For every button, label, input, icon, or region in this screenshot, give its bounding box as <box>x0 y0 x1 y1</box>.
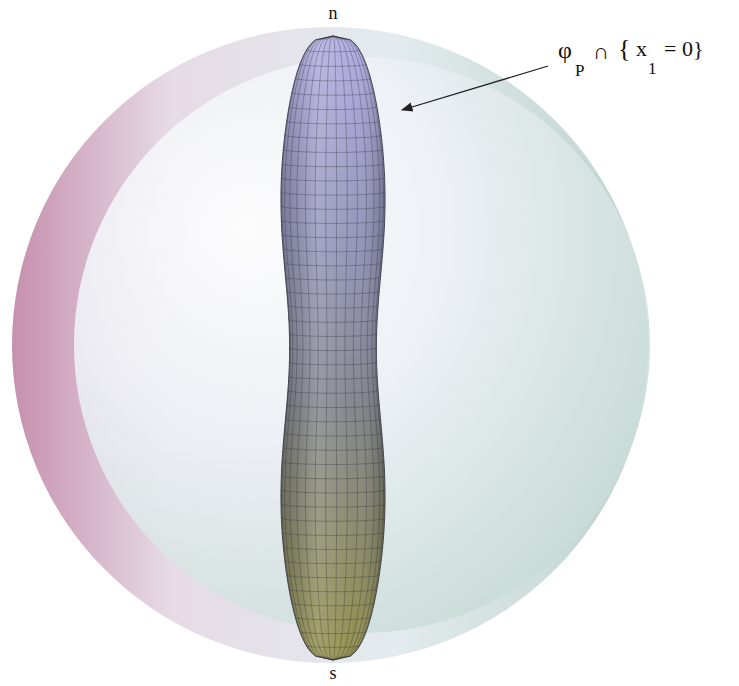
grid-parallel <box>283 149 382 152</box>
leader-line <box>402 66 548 110</box>
grid-meridian <box>305 36 333 660</box>
grid-parallel <box>289 376 377 379</box>
grid-meridian <box>333 36 357 660</box>
pole-label: s <box>329 664 336 682</box>
grid-parallel <box>289 589 377 592</box>
grid-meridian <box>297 36 333 660</box>
grid-parallel <box>289 362 376 365</box>
grid-parallel <box>281 220 384 223</box>
grid-meridian <box>285 36 333 660</box>
grid-parallel <box>287 291 380 294</box>
formula-symbol: x <box>636 38 647 60</box>
formula-symbol: = 0} <box>664 38 703 60</box>
grid-meridian <box>333 36 337 660</box>
grid-parallel <box>300 64 366 66</box>
grid-parallel <box>292 603 374 605</box>
formula-symbol: ∩ <box>593 41 609 63</box>
grid-parallel <box>285 135 381 138</box>
grid-parallel <box>281 178 384 181</box>
grid-parallel <box>300 632 366 634</box>
grid-parallel <box>295 617 370 619</box>
grid-parallel <box>281 206 385 209</box>
grid-parallel <box>283 249 383 252</box>
grid-meridian <box>326 36 333 660</box>
grid-parallel <box>306 646 359 648</box>
formula-subscript: P <box>575 62 584 79</box>
grid-parallel <box>289 107 377 110</box>
grid-parallel <box>281 518 384 521</box>
grid-parallel <box>282 532 384 535</box>
grid-parallel <box>287 405 380 408</box>
grid-parallel <box>287 575 380 578</box>
grid-parallel <box>292 93 374 95</box>
grid-parallel <box>288 305 378 308</box>
formula-symbol: { <box>618 36 630 62</box>
grid-parallel <box>289 334 376 337</box>
grid-parallel <box>285 277 380 280</box>
grid-parallel <box>285 419 380 422</box>
intersection-surface <box>281 36 385 660</box>
grid-parallel <box>288 391 378 394</box>
grid-parallel <box>281 490 385 493</box>
grid-meridian <box>333 36 380 660</box>
grid-meridian <box>290 36 333 660</box>
grid-parallel <box>282 235 384 238</box>
grid-parallel <box>281 476 384 479</box>
grid-meridian <box>333 36 384 660</box>
grid-parallel <box>285 561 381 564</box>
surface-outline <box>281 36 385 660</box>
pole-label: n <box>329 4 338 22</box>
grid-parallel <box>287 121 380 124</box>
grid-parallel <box>283 547 382 550</box>
grid-meridian <box>333 36 347 660</box>
grid-meridian <box>333 36 366 660</box>
grid-meridian <box>315 36 333 660</box>
grid-parallel <box>306 50 359 52</box>
grid-meridian <box>333 36 374 660</box>
grid-parallel <box>282 164 384 167</box>
surface-fill <box>281 36 385 660</box>
formula-subscript: 1 <box>648 60 657 77</box>
grid-parallel <box>289 320 377 323</box>
grid-parallel <box>290 348 377 351</box>
grid-parallel <box>281 192 385 195</box>
grid-parallel <box>283 447 383 450</box>
surface-shade <box>281 36 385 660</box>
grid-parallel <box>284 263 382 266</box>
grid-parallel <box>282 461 384 464</box>
grid-parallel <box>284 433 382 436</box>
grid-parallel <box>295 79 370 81</box>
grid-parallel <box>281 504 385 507</box>
formula-symbol: φ <box>558 38 572 62</box>
